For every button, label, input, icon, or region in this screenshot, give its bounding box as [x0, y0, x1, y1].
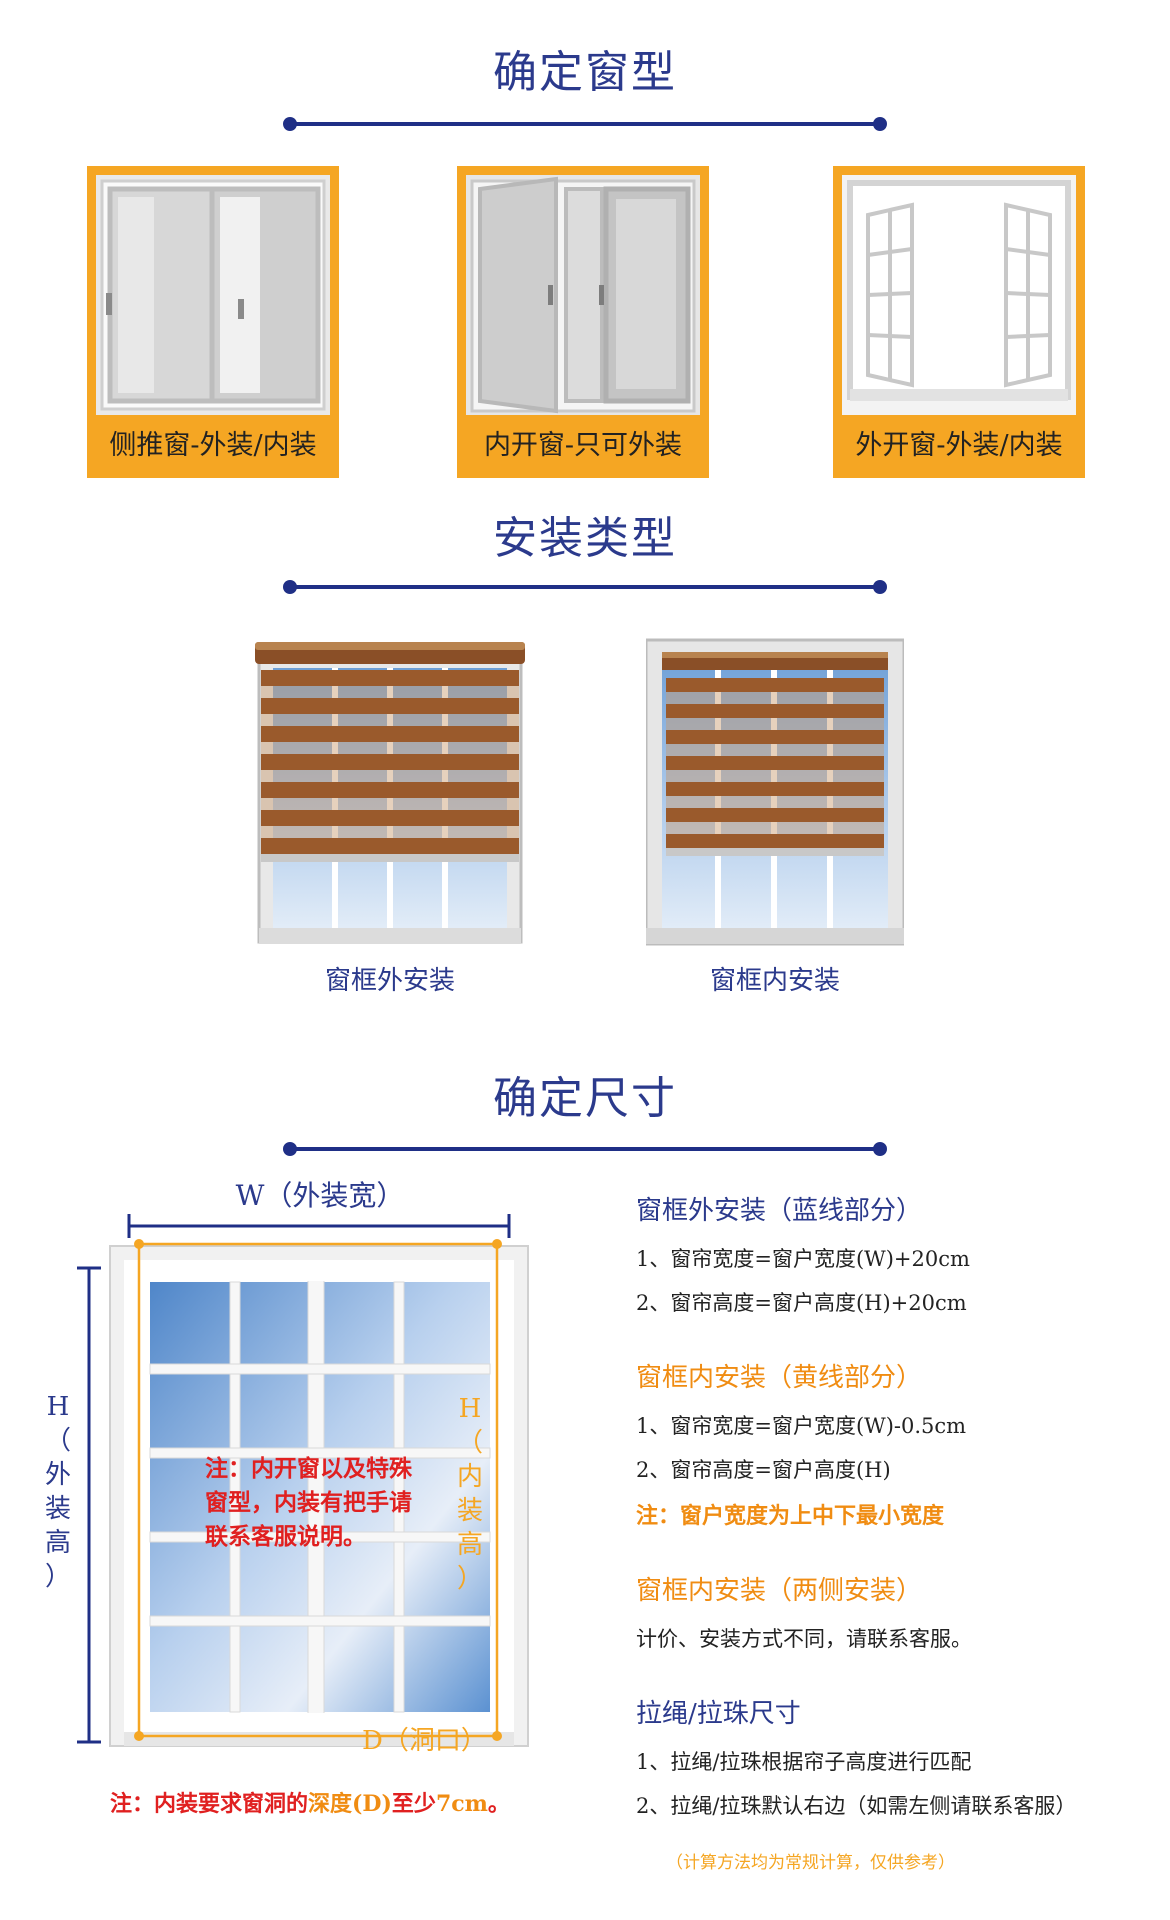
height-inner-char: 内	[456, 1462, 483, 1492]
height-outer-char: 装	[44, 1494, 71, 1524]
handle-warning-note: 注：内开窗以及特殊 窗型，内装有把手请 联系客服说明。	[205, 1452, 455, 1554]
calculation-footnote: （计算方法均为常规计算，仅供参考）	[666, 1853, 955, 1873]
section-title-size: 确定尺寸	[493, 1073, 677, 1124]
height-inner-char: H	[458, 1394, 482, 1424]
window-type-card-inward: 内开窗-只可外装	[457, 166, 709, 478]
note-prefix: 注：内装要求窗洞的	[110, 1791, 309, 1817]
height-outer-char: 高	[44, 1528, 71, 1558]
height-outer-char: （	[44, 1426, 71, 1456]
height-inner-char: 高	[456, 1530, 483, 1560]
note-suffix: 。	[487, 1791, 510, 1817]
window-type-label: 侧推窗-外装/内装	[109, 430, 317, 461]
inward-window-image	[466, 175, 700, 415]
height-outer-char: ）	[44, 1562, 71, 1592]
section-divider	[283, 580, 887, 594]
note-line: 窗型，内装有把手请	[205, 1489, 412, 1516]
inside-sides-heading: 窗框内安装（两侧安装）	[636, 1576, 923, 1606]
note-value: 7cm	[435, 1791, 488, 1817]
sliding-window-image	[96, 175, 330, 415]
note-highlight: 深度(D)	[308, 1791, 392, 1817]
outside-line: 2、窗帘高度=窗户高度(H)+20cm	[636, 1291, 967, 1315]
install-type-label: 窗框内安装	[709, 966, 840, 996]
height-inner-char: （	[456, 1428, 483, 1458]
inside-sides-line: 计价、安装方式不同，请联系客服。	[636, 1627, 972, 1651]
window-type-card-sliding: 侧推窗-外装/内装	[87, 166, 339, 478]
note-line: 注：内开窗以及特殊	[205, 1455, 412, 1482]
section-divider	[283, 117, 887, 131]
measurement-diagram	[76, 1212, 556, 1774]
install-type-label: 窗框外安装	[324, 966, 455, 996]
height-inner-char: ）	[456, 1564, 483, 1594]
depth-label: D（洞口）	[362, 1726, 487, 1756]
width-outer-label: W（外装宽）	[235, 1179, 405, 1212]
section-title-install-type: 安装类型	[493, 513, 677, 564]
window-type-label: 内开窗-只可外装	[483, 430, 683, 461]
cord-heading: 拉绳/拉珠尺寸	[636, 1699, 801, 1729]
cord-line: 1、拉绳/拉珠根据帘子高度进行匹配	[636, 1750, 972, 1774]
outside-mount-blind-image	[255, 638, 525, 946]
window-type-card-outward: 外开窗-外装/内装	[833, 166, 1085, 478]
inside-line: 1、窗帘宽度=窗户宽度(W)-0.5cm	[636, 1414, 967, 1438]
height-inner-label: H （ 内 装 高 ）	[452, 1392, 488, 1596]
inside-line: 2、窗帘高度=窗户高度(H)	[636, 1458, 891, 1482]
size-info-panel: 窗框外安装（蓝线部分） 1、窗帘宽度=窗户宽度(W)+20cm 2、窗帘高度=窗…	[636, 1190, 1156, 1873]
cord-line: 2、拉绳/拉珠默认右边（如需左侧请联系客服）	[636, 1794, 1077, 1818]
height-outer-char: H	[46, 1392, 70, 1422]
height-inner-char: 装	[456, 1496, 483, 1526]
section-title-window-type: 确定窗型	[493, 47, 677, 98]
inside-note: 注：窗户宽度为上中下最小宽度	[636, 1503, 945, 1529]
outside-heading: 窗框外安装（蓝线部分）	[636, 1196, 923, 1226]
depth-requirement-note: 注：内装要求窗洞的深度(D)至少7cm。	[110, 1786, 510, 1818]
section-divider	[283, 1142, 887, 1156]
note-middle: 至少	[391, 1791, 436, 1817]
outside-line: 1、窗帘宽度=窗户宽度(W)+20cm	[636, 1247, 970, 1271]
note-line: 联系客服说明。	[205, 1523, 366, 1550]
height-outer-label: H （ 外 装 高 ）	[40, 1390, 76, 1594]
inside-heading: 窗框内安装（黄线部分）	[636, 1363, 923, 1393]
window-type-label: 外开窗-外装/内装	[855, 430, 1063, 461]
inside-mount-blind-image	[644, 638, 906, 946]
outward-window-image	[842, 175, 1076, 415]
height-outer-char: 外	[44, 1460, 71, 1490]
